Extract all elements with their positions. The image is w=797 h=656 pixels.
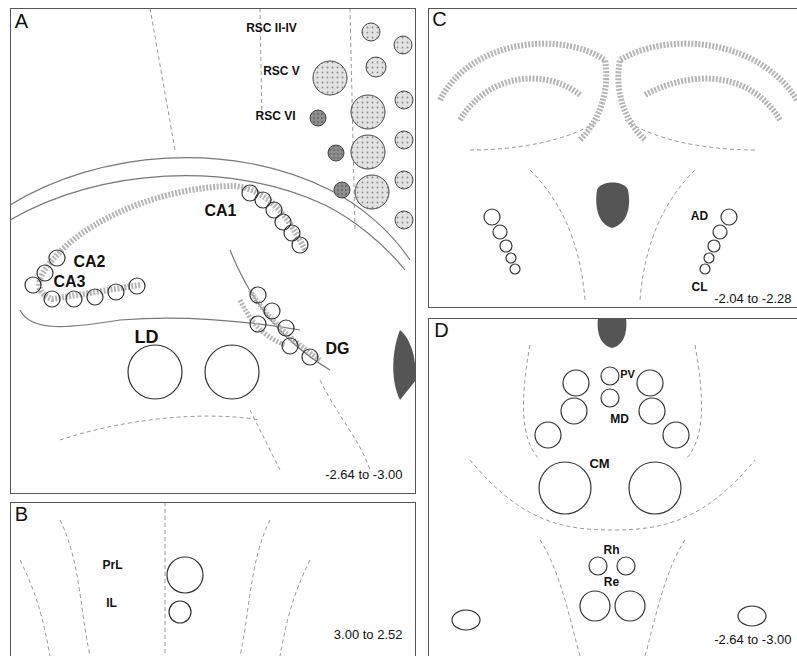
panel-letter: D xyxy=(434,319,448,342)
region-label: MD xyxy=(610,413,629,427)
atlas-panel: A RSC II-IV RSC V RSC VI CA1CA2CA3LD DG -2.64 … xyxy=(10,8,416,494)
atlas-panel: C AD CL -2.04 to -2.28 xyxy=(428,8,797,308)
region-label: CM xyxy=(589,457,609,472)
region-label: PrL xyxy=(102,559,122,573)
coordinate-range: 3.00 to 2.52 xyxy=(334,628,403,643)
panel-letter: C xyxy=(432,8,446,31)
atlas-panel: D PV MD CM RhRe -2.64 to -3.00 xyxy=(428,318,797,656)
region-label: AD xyxy=(691,210,708,224)
region-label: RSC VI xyxy=(255,110,295,124)
region-label: Re xyxy=(604,576,619,590)
region-label: CA3 xyxy=(53,273,85,291)
region-label: RSC V xyxy=(263,65,300,79)
region-label: CA1 xyxy=(204,202,236,220)
coordinate-range: -2.64 to -3.00 xyxy=(325,468,402,483)
region-label: DG xyxy=(326,340,350,358)
region-label: CL xyxy=(692,281,708,295)
region-label: Rh xyxy=(604,544,620,558)
region-label: PV xyxy=(620,368,635,381)
coordinate-range: -2.64 to -3.00 xyxy=(714,633,791,648)
coordinate-range: -2.04 to -2.28 xyxy=(714,292,791,307)
atlas-panel: B PrL IL 3.00 to 2.52 xyxy=(10,502,416,656)
region-label: CA2 xyxy=(73,253,105,271)
panel-letter: A xyxy=(15,10,28,33)
region-label: RSC II-IV xyxy=(246,22,297,36)
region-label: LD xyxy=(135,327,159,348)
region-label: IL xyxy=(106,597,117,611)
panel-letter: B xyxy=(15,503,28,526)
